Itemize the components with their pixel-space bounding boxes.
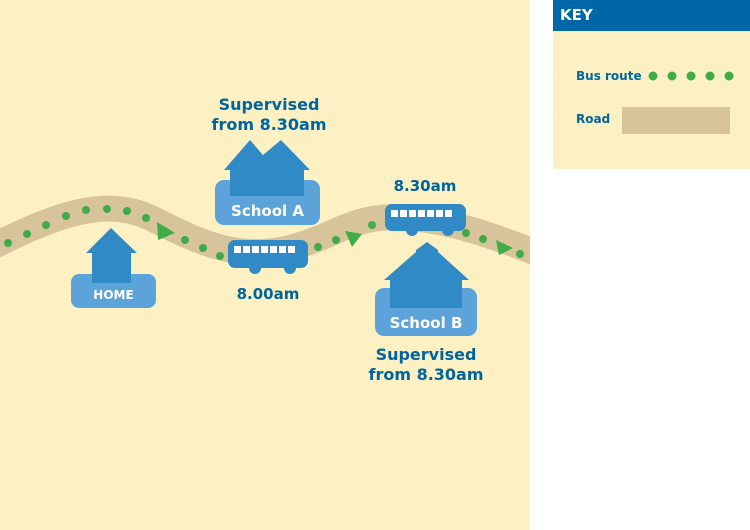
route-direction-arrows xyxy=(157,222,513,255)
key-title: KEY xyxy=(553,0,750,31)
bus-icon xyxy=(228,240,308,274)
bus-icon xyxy=(385,204,466,236)
school-b-icon xyxy=(375,242,477,336)
bus-route xyxy=(4,205,524,260)
key-bus-route-label: Bus route xyxy=(576,69,642,83)
key-bus-route-symbol xyxy=(648,71,734,81)
school-b-label: School B xyxy=(389,314,463,332)
route-map: Supervised from 8.30am School A HOME 8.0… xyxy=(0,0,530,530)
school-a-supervision-note: Supervised from 8.30am xyxy=(211,95,327,134)
bus-1-time: 8.00am xyxy=(236,285,300,303)
bus-2-time: 8.30am xyxy=(393,177,457,195)
route-map-drawing xyxy=(0,140,530,336)
school-a-icon xyxy=(215,140,320,225)
school-b-supervision-note: Supervised from 8.30am xyxy=(368,345,484,384)
school-a-label: School A xyxy=(231,202,304,220)
key-road-swatch xyxy=(622,107,730,134)
house-icon xyxy=(71,228,156,308)
home-label: HOME xyxy=(93,288,134,302)
map-key: KEY Bus route Road xyxy=(553,0,750,169)
key-road-label: Road xyxy=(576,112,611,126)
